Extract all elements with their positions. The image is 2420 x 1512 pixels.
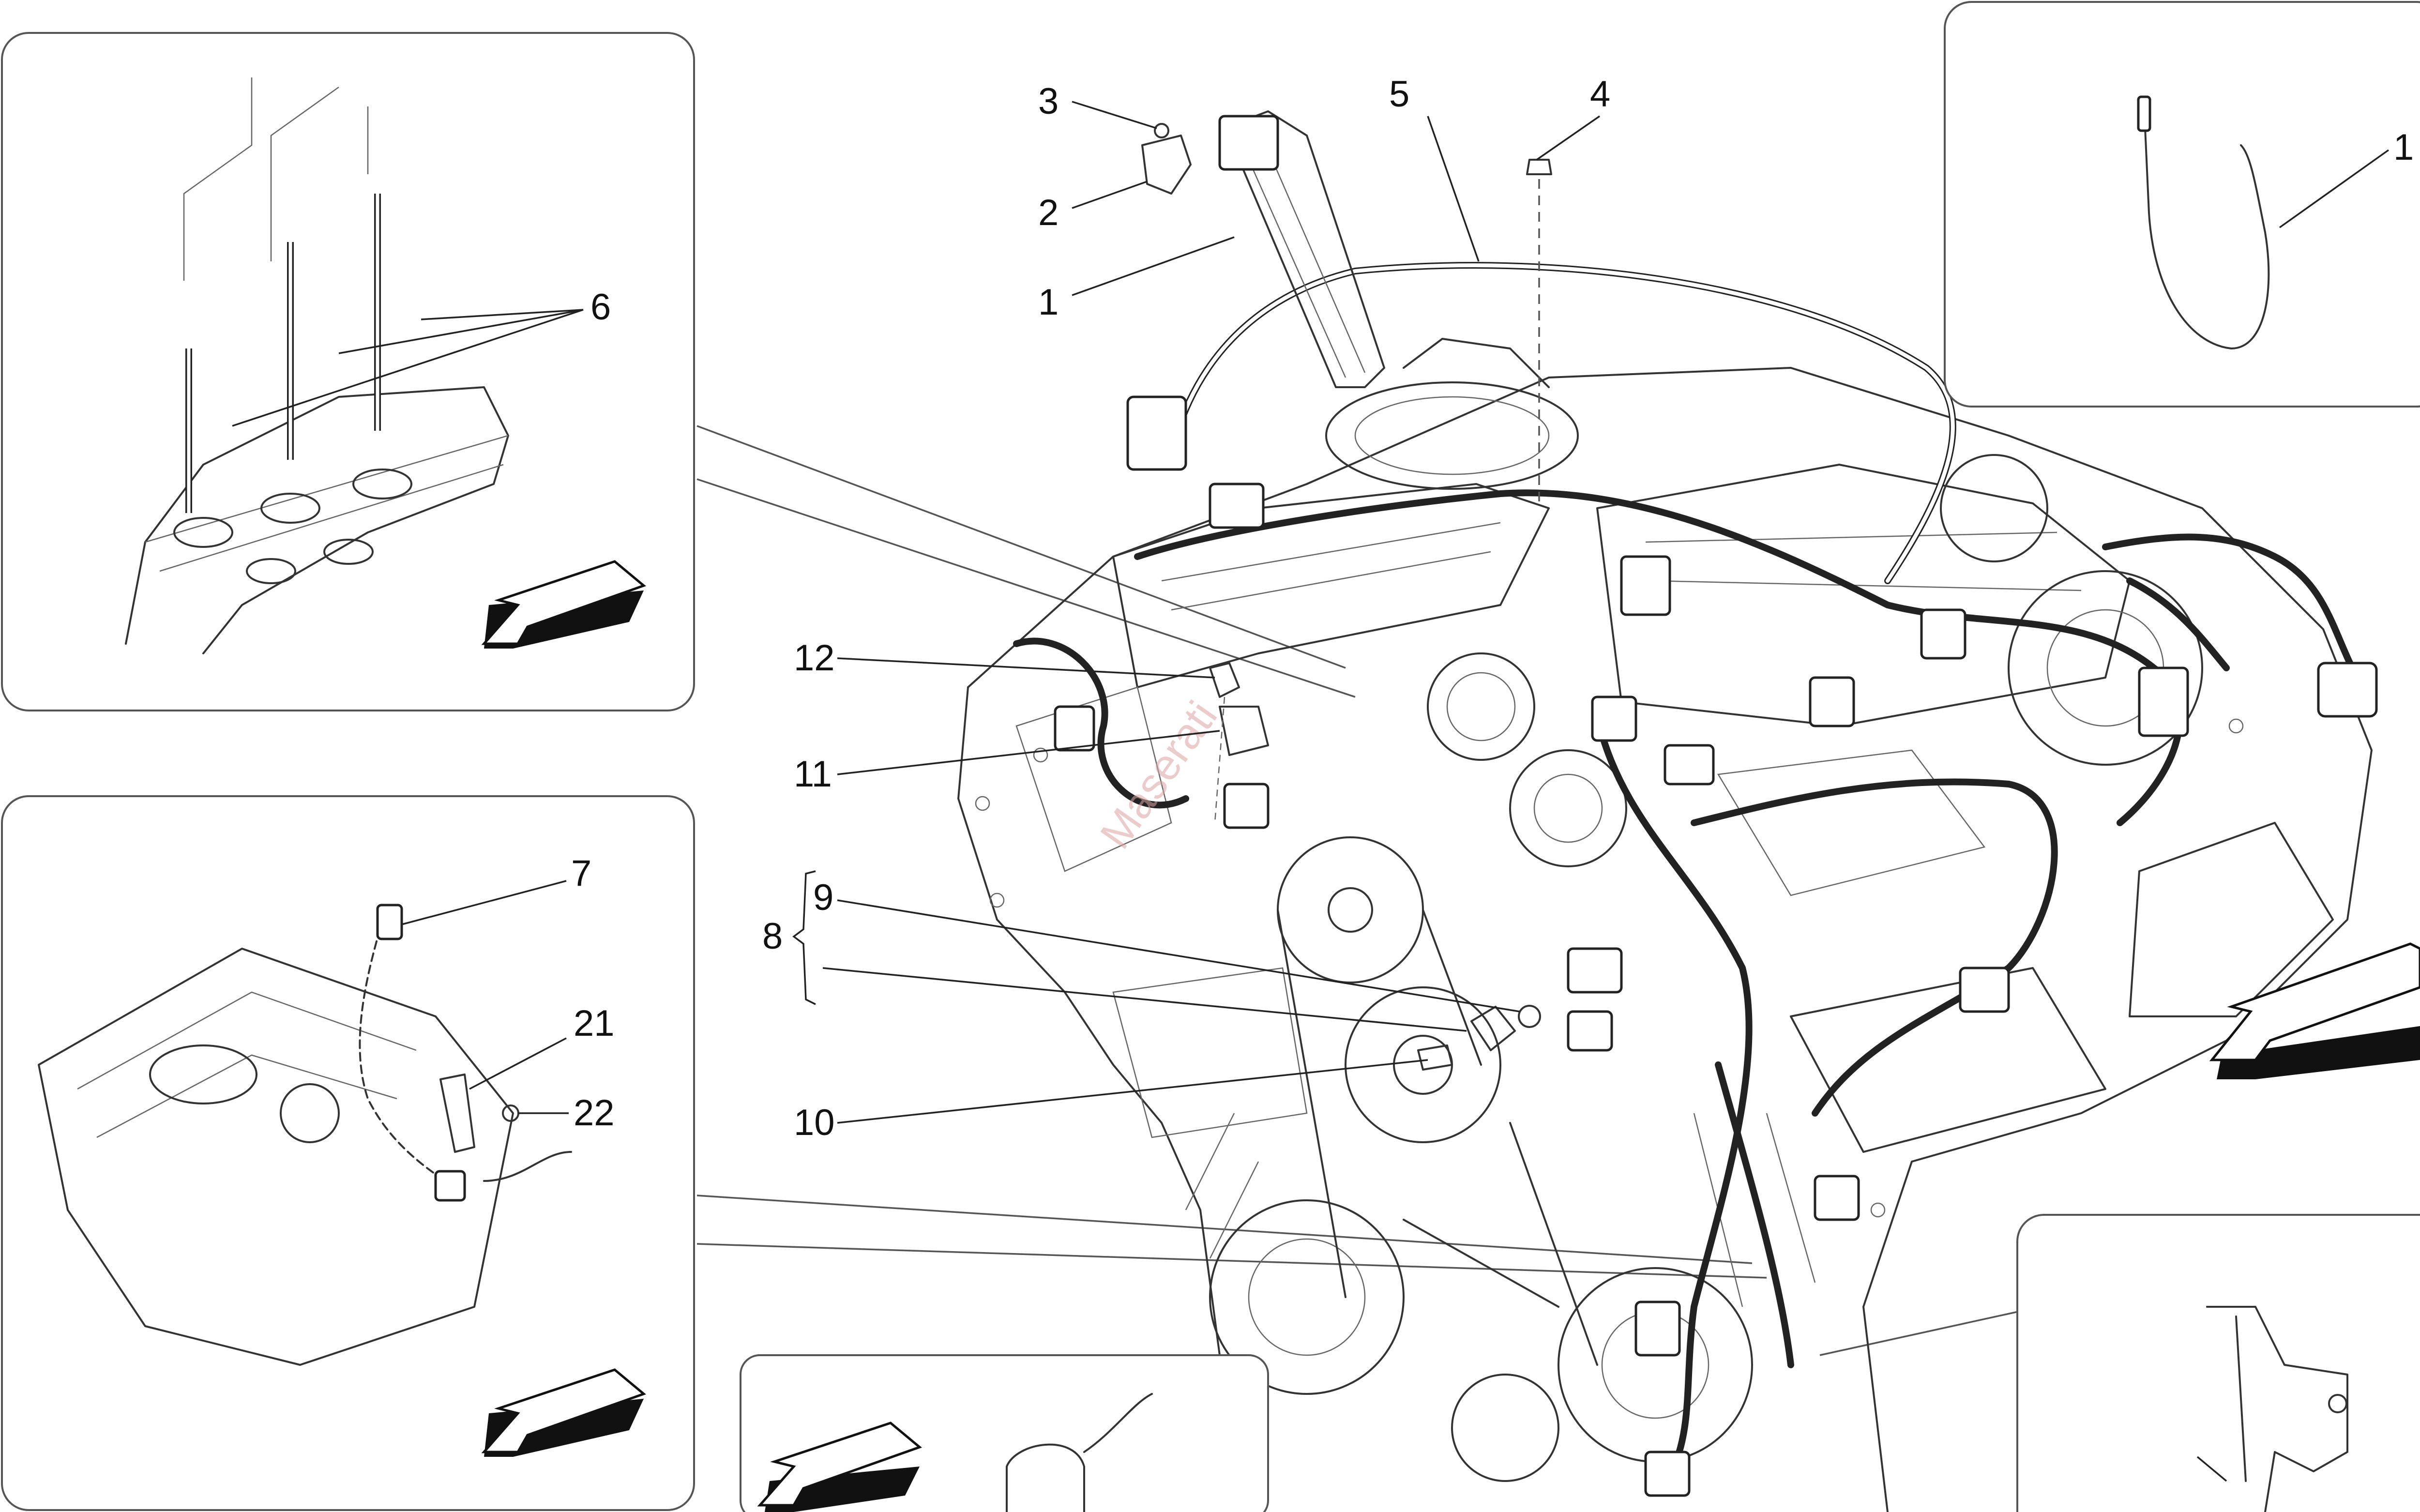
sensor-11-12: [1209, 662, 1269, 823]
inset-oil-sensor: [1, 795, 695, 1511]
direction-arrow: [2209, 942, 2420, 1079]
ecu-module: [1218, 110, 1385, 388]
callout-8: 8: [762, 916, 783, 957]
bolt-4: [1526, 159, 1552, 508]
callout-10: 10: [794, 1102, 835, 1143]
bracket-2: [1141, 123, 1192, 195]
callout-5: 5: [1389, 74, 1409, 115]
callout-9: 9: [813, 877, 833, 918]
callout-2: 2: [1038, 192, 1059, 233]
callout-11: 11: [794, 754, 832, 795]
callout-21: 21: [574, 1003, 615, 1044]
callout-1: 1: [1038, 282, 1059, 323]
inset-bottom-center: [740, 1354, 1269, 1512]
inset-bracket: [2016, 1214, 2420, 1512]
callout-4: 4: [1590, 74, 1610, 115]
callout-22: 22: [574, 1092, 615, 1134]
callout-12: 12: [794, 637, 835, 679]
callout-7: 7: [571, 853, 591, 894]
engine-assembly: [957, 338, 2373, 1512]
wiring-harness: [1013, 262, 2378, 1497]
callout-6: 6: [590, 287, 611, 328]
leader-lines: [232, 101, 2390, 1482]
sensor-9-10: [1417, 1005, 1541, 1071]
inset-glow-plugs: [1, 32, 695, 711]
callout-labels: 1 2 3 4 5 6 7 8 9 10 11 12 21 22 1: [571, 74, 2414, 1143]
callout-1-inset: 1: [2393, 127, 2414, 168]
inset-ground-cable: [1944, 1, 2420, 408]
callout-3: 3: [1038, 81, 1059, 122]
